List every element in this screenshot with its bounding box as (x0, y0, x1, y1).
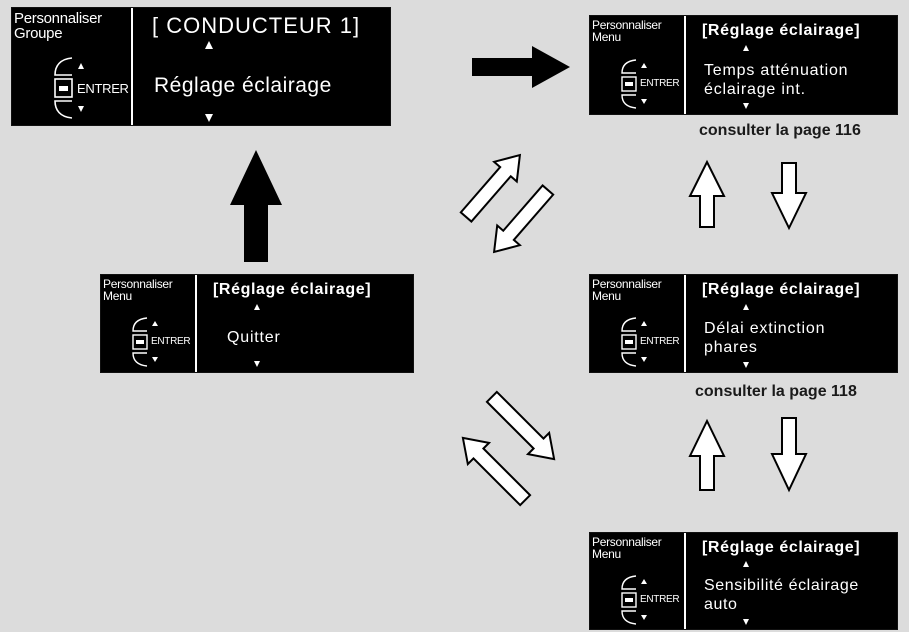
down-arrow-icon (641, 357, 647, 362)
solid-arrow-up (230, 150, 282, 262)
display-screen-headlight-delay: Personnaliser Menu ENTRER [Réglage éclai… (589, 274, 898, 373)
up-arrow-icon (152, 321, 158, 326)
down-arrow-icon (641, 99, 647, 104)
up-arrow-icon (641, 63, 647, 68)
selector-dial-icon (621, 317, 637, 367)
enter-label: ENTRER (640, 594, 680, 605)
selector-control: ENTRER (131, 316, 191, 368)
up-arrow-icon (78, 63, 84, 69)
selector-dial-icon (621, 575, 637, 625)
scroll-down-indicator (743, 619, 749, 625)
menu-item: Quitter (227, 329, 281, 346)
category-label: Personnaliser Menu (592, 277, 662, 304)
down-arrow-icon (152, 357, 158, 362)
category-label: Personnaliser Menu (592, 18, 662, 45)
down-arrow-icon (78, 106, 84, 112)
selector-control: ENTRER (52, 56, 129, 120)
outline-arrow-up (688, 418, 726, 491)
enter-label: ENTRER (77, 81, 129, 96)
scroll-down-indicator (205, 114, 213, 122)
menu-item: Réglage éclairage (154, 74, 332, 97)
scroll-up-indicator (743, 45, 749, 51)
screen-title: [Réglage éclairage] (213, 281, 372, 298)
category-label: Personnaliser Menu (103, 277, 173, 304)
selector-dial-icon (132, 317, 148, 367)
scroll-up-indicator (254, 304, 260, 310)
up-arrow-icon (641, 579, 647, 584)
screen-side-panel: Personnaliser Menu ENTRER (590, 16, 686, 114)
menu-item: Délai extinction phares (704, 320, 826, 357)
selector-dial-icon (54, 57, 73, 119)
screen-side-panel: Personnaliser Groupe ENTRER (12, 8, 133, 125)
enter-label: ENTRER (151, 336, 191, 347)
outline-arrow-diag-down-left (492, 184, 555, 254)
display-screen-dimming-time: Personnaliser Menu ENTRER [Réglage éclai… (589, 15, 898, 115)
selector-dial-icon (621, 59, 637, 109)
page-reference: consulter la page 116 (699, 122, 861, 139)
scroll-down-indicator (743, 362, 749, 368)
enter-label: ENTRER (640, 78, 680, 89)
scroll-down-indicator (743, 103, 749, 109)
solid-arrow-right (472, 46, 570, 88)
screen-side-panel: Personnaliser Menu ENTRER (101, 275, 197, 372)
display-screen-quit: Personnaliser Menu ENTRER [Réglage éclai… (100, 274, 414, 373)
down-arrow-icon (641, 615, 647, 620)
scroll-up-indicator (205, 41, 213, 49)
outline-arrow-diag-up-right (459, 153, 522, 223)
screen-title: [Réglage éclairage] (702, 539, 861, 556)
scroll-up-indicator (743, 304, 749, 310)
screen-side-panel: Personnaliser Menu ENTRER (590, 533, 686, 629)
outline-arrow-down (770, 417, 808, 493)
screen-title: [Réglage éclairage] (702, 22, 861, 39)
outline-arrow-down (770, 162, 808, 231)
selector-control: ENTRER (620, 58, 680, 110)
screen-title: [Réglage éclairage] (702, 281, 861, 298)
category-label: Personnaliser Menu (592, 535, 662, 562)
page-reference: consulter la page 118 (695, 383, 857, 400)
screen-side-panel: Personnaliser Menu ENTRER (590, 275, 686, 372)
display-screen-auto-sensitivity: Personnaliser Menu ENTRER [Réglage éclai… (589, 532, 898, 630)
up-arrow-icon (641, 321, 647, 326)
outline-arrow-up (688, 159, 726, 228)
enter-label: ENTRER (640, 336, 680, 347)
scroll-up-indicator (743, 561, 749, 567)
scroll-down-indicator (254, 361, 260, 367)
menu-item: Sensibilité éclairage auto (704, 577, 859, 614)
category-label: Personnaliser Groupe (14, 10, 102, 43)
outline-arrow-diag-down-right (485, 390, 556, 461)
menu-item: Temps atténuation éclairage int. (704, 62, 849, 99)
selector-control: ENTRER (620, 574, 680, 626)
screen-title: [ CONDUCTEUR 1] (152, 13, 361, 38)
display-screen-driver: Personnaliser Groupe ENTRER [ CONDUCTEUR… (11, 7, 391, 126)
selector-control: ENTRER (620, 316, 680, 368)
outline-arrow-diag-up-left (461, 436, 532, 507)
